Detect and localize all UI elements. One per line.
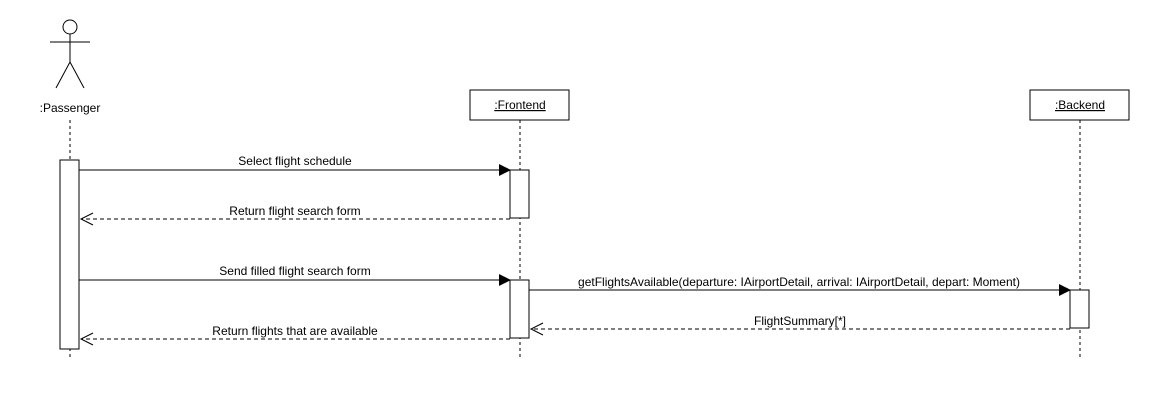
message-return-flight-search-form: Return flight search form	[79, 204, 510, 226]
frontend-label: :Frontend	[494, 98, 545, 112]
message-label: getFlightsAvailable(departure: IAirportD…	[578, 275, 1020, 289]
frontend-participant: :Frontend	[469, 89, 570, 121]
backend-activation-bar	[1069, 289, 1090, 329]
message-get-flights-available: getFlightsAvailable(departure: IAirportD…	[529, 275, 1071, 296]
passenger-participant: :Passenger	[40, 19, 101, 115]
frontend-box	[469, 89, 570, 121]
frontend-activation-bar-2	[509, 279, 530, 339]
backend-label: :Backend	[1055, 98, 1105, 112]
message-return-flights-available: Return flights that are available	[79, 324, 510, 346]
message-label: Send filled flight search form	[219, 264, 370, 278]
backend-participant: :Backend	[1029, 89, 1130, 121]
actor-stick-figure-icon	[50, 19, 90, 89]
message-label: Select flight schedule	[238, 154, 352, 168]
open-arrowhead-icon	[529, 322, 544, 336]
passenger-label: :Passenger	[40, 101, 101, 115]
frontend-activation-bar-1	[509, 169, 530, 219]
message-flight-summary: FlightSummary[*]	[529, 314, 1070, 336]
backend-box	[1029, 89, 1130, 121]
open-arrowhead-icon	[79, 212, 94, 226]
message-send-filled-flight-search-form: Send filled flight search form	[79, 264, 511, 286]
message-label: FlightSummary[*]	[754, 314, 846, 328]
message-label: Return flights that are available	[212, 324, 378, 338]
open-arrowhead-icon	[79, 332, 94, 346]
message-select-flight-schedule: Select flight schedule	[79, 154, 511, 176]
passenger-activation-bar	[59, 159, 80, 350]
message-label: Return flight search form	[229, 204, 360, 218]
